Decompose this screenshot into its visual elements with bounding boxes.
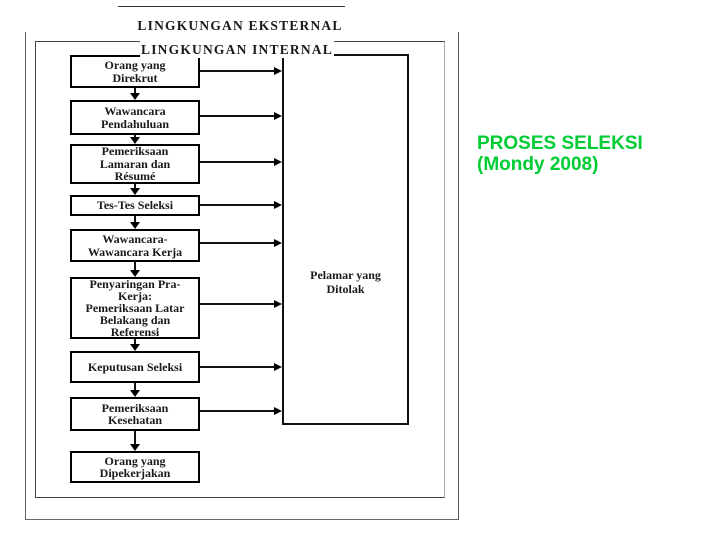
reject-arrow-head-icon <box>274 112 282 120</box>
down-arrow-line <box>134 339 136 345</box>
rejected-applicants-box: Pelamar yang Ditolak <box>282 54 409 425</box>
reject-arrow-head-icon <box>274 67 282 75</box>
step-pre-employment-screening-box: Penyaringan Pra- Kerja: Pemeriksaan Lata… <box>70 277 200 339</box>
down-arrow-line <box>134 184 136 189</box>
down-arrow-head-icon <box>130 390 140 397</box>
reject-arrow-line <box>200 70 275 72</box>
down-arrow-head-icon <box>130 137 140 144</box>
down-arrow-line <box>134 135 136 138</box>
down-arrow-line <box>134 88 136 94</box>
reject-arrow-head-icon <box>274 407 282 415</box>
reject-arrow-head-icon <box>274 201 282 209</box>
reject-arrow-line <box>200 303 275 305</box>
reject-arrow-line <box>200 242 275 244</box>
down-arrow-head-icon <box>130 270 140 277</box>
reject-arrow-head-icon <box>274 363 282 371</box>
down-arrow-line <box>134 431 136 445</box>
external-boundary-line <box>118 6 345 7</box>
step-job-interviews-box: Wawancara- Wawancara Kerja <box>70 229 200 262</box>
reject-arrow-line <box>200 161 275 163</box>
reject-arrow-head-icon <box>274 300 282 308</box>
down-arrow-line <box>134 262 136 271</box>
step-medical-examination-box: Pemeriksaan Kesehatan <box>70 397 200 431</box>
reject-arrow-head-icon <box>274 158 282 166</box>
down-arrow-head-icon <box>130 188 140 195</box>
down-arrow-head-icon <box>130 93 140 100</box>
reject-arrow-line <box>200 115 275 117</box>
step-selection-tests-box: Tes-Tes Seleksi <box>70 195 200 216</box>
down-arrow-line <box>134 216 136 223</box>
step-selection-decision-box: Keputusan Seleksi <box>70 351 200 383</box>
step-hired-person-box: Orang yang Dipekerjakan <box>70 451 200 483</box>
step-recruited-person-box: Orang yang Direkrut <box>70 55 200 88</box>
external-environment-label: LINGKUNGAN EKSTERNAL <box>137 18 343 33</box>
slide-title-line2: (Mondy 2008) <box>477 154 599 175</box>
step-application-resume-review-box: Pemeriksaan Lamaran dan Résumé <box>70 144 200 184</box>
step-preliminary-interview-box: Wawancara Pendahuluan <box>70 100 200 135</box>
down-arrow-line <box>134 383 136 391</box>
reject-arrow-line <box>200 410 275 412</box>
internal-environment-label: LINGKUNGAN INTERNAL <box>140 40 334 58</box>
reject-arrow-head-icon <box>274 239 282 247</box>
slide-title-line1: PROSES SELEKSI <box>477 133 643 154</box>
reject-arrow-line <box>200 204 275 206</box>
external-environment-frame <box>25 32 459 520</box>
slide-title: PROSES SELEKSI (Mondy 2008) <box>477 133 643 175</box>
down-arrow-head-icon <box>130 344 140 351</box>
reject-arrow-line <box>200 366 275 368</box>
down-arrow-head-icon <box>130 444 140 451</box>
down-arrow-head-icon <box>130 222 140 229</box>
